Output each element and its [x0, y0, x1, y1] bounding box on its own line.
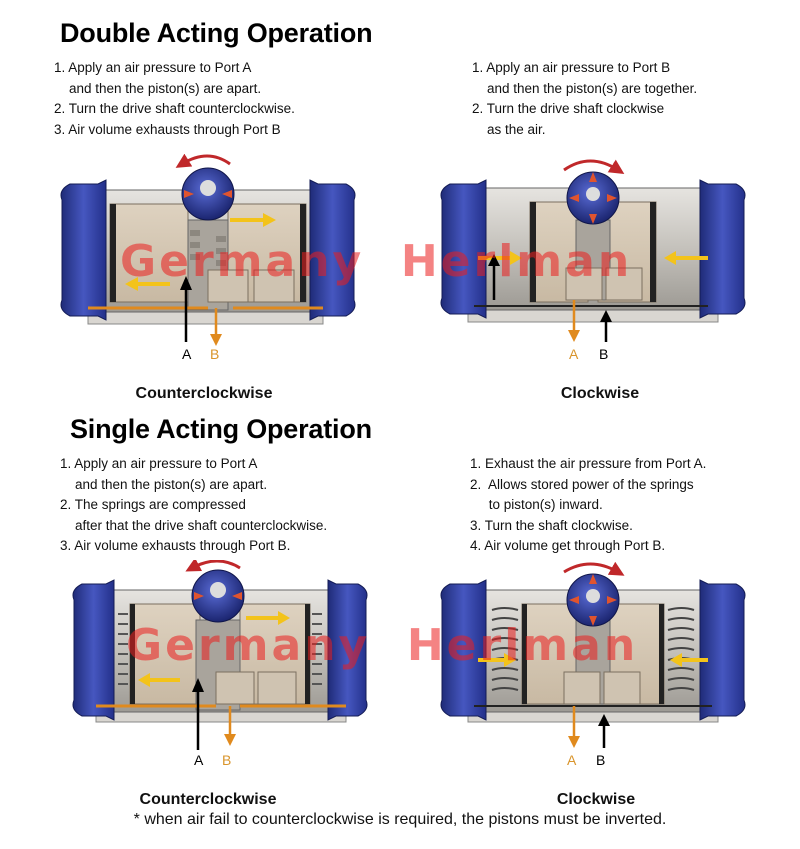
end-cap: [440, 579, 487, 721]
end-cap: [699, 179, 746, 319]
step-line: 1. Apply an air pressure to Port A: [54, 60, 252, 75]
single-acting-cw-caption: Clockwise: [556, 791, 636, 808]
end-cap: [327, 579, 368, 721]
port-b-label: B: [599, 346, 609, 362]
step-line: 3. Air volume exhausts through Port B: [54, 121, 281, 137]
single-acting-ccw-caption: Counterclockwise: [139, 791, 277, 808]
step-line: 3. Air volume exhausts through Port B.: [60, 538, 291, 553]
port-a-label: A: [182, 346, 192, 362]
end-cap: [440, 179, 487, 319]
double-acting-cw-diagram: [440, 159, 746, 342]
port-b-label: B: [210, 346, 220, 362]
end-cap: [72, 579, 115, 721]
step-line: to piston(s) inward.: [470, 497, 603, 512]
single-acting-title: Single Acting Operation: [70, 414, 372, 444]
end-cap: [60, 179, 107, 321]
step-line: 1. Exhaust the air pressure from Port A.: [470, 456, 707, 471]
end-cap: [309, 179, 356, 321]
spring-icon: [118, 613, 322, 685]
port-a-label: A: [569, 346, 579, 362]
step-line: and then the piston(s) are together.: [472, 80, 698, 96]
step-line: 2. Turn the drive shaft clockwise: [472, 101, 665, 116]
step-line: 3. Turn the shaft clockwise.: [470, 517, 633, 533]
spring-icon: [491, 607, 695, 691]
end-cap: [699, 579, 746, 721]
single-acting-left-steps: 1. Apply an air pressure to Port A and t…: [60, 454, 327, 557]
step-line: as the air.: [472, 121, 546, 137]
rotation-arrow-icon: [563, 561, 625, 576]
port-a-label: A: [194, 752, 204, 768]
step-line: 2. The springs are compressed: [60, 497, 246, 512]
double-acting-right-steps: 1. Apply an air pressure to Port B and t…: [472, 58, 697, 140]
rotation-arrow-icon: [563, 159, 625, 175]
rotation-arrow-icon: [185, 560, 241, 572]
port-b-label: B: [596, 752, 606, 768]
rotation-arrow-icon: [175, 153, 231, 168]
double-acting-title: Double Acting Operation: [60, 18, 373, 48]
step-line: 4. Air volume get through Port B.: [470, 538, 666, 553]
step-line: 1. Apply an air pressure to Port B: [472, 60, 671, 75]
footnote: * when air fail to counterclockwise is r…: [133, 811, 667, 828]
step-line: 2. Turn the drive shaft counterclockwise…: [54, 101, 295, 116]
port-b-label: B: [222, 752, 232, 768]
single-acting-cw-diagram: [440, 561, 746, 748]
single-acting-ccw-diagram: [72, 560, 368, 750]
double-acting-cw-caption: Clockwise: [560, 385, 640, 402]
step-line: and then the piston(s) are apart.: [60, 476, 268, 492]
step-line: 1. Apply an air pressure to Port A: [60, 456, 258, 471]
port-a-label: A: [567, 752, 577, 768]
double-acting-ccw-diagram: [60, 153, 356, 346]
step-line: 2. Allows stored power of the springs: [470, 476, 694, 492]
single-acting-right-steps: 1. Exhaust the air pressure from Port A.…: [470, 454, 706, 557]
step-line: and then the piston(s) are apart.: [54, 80, 262, 96]
double-acting-ccw-caption: Counterclockwise: [135, 385, 273, 402]
step-line: after that the drive shaft counterclockw…: [60, 517, 328, 533]
double-acting-left-steps: 1. Apply an air pressure to Port A and t…: [54, 58, 295, 140]
